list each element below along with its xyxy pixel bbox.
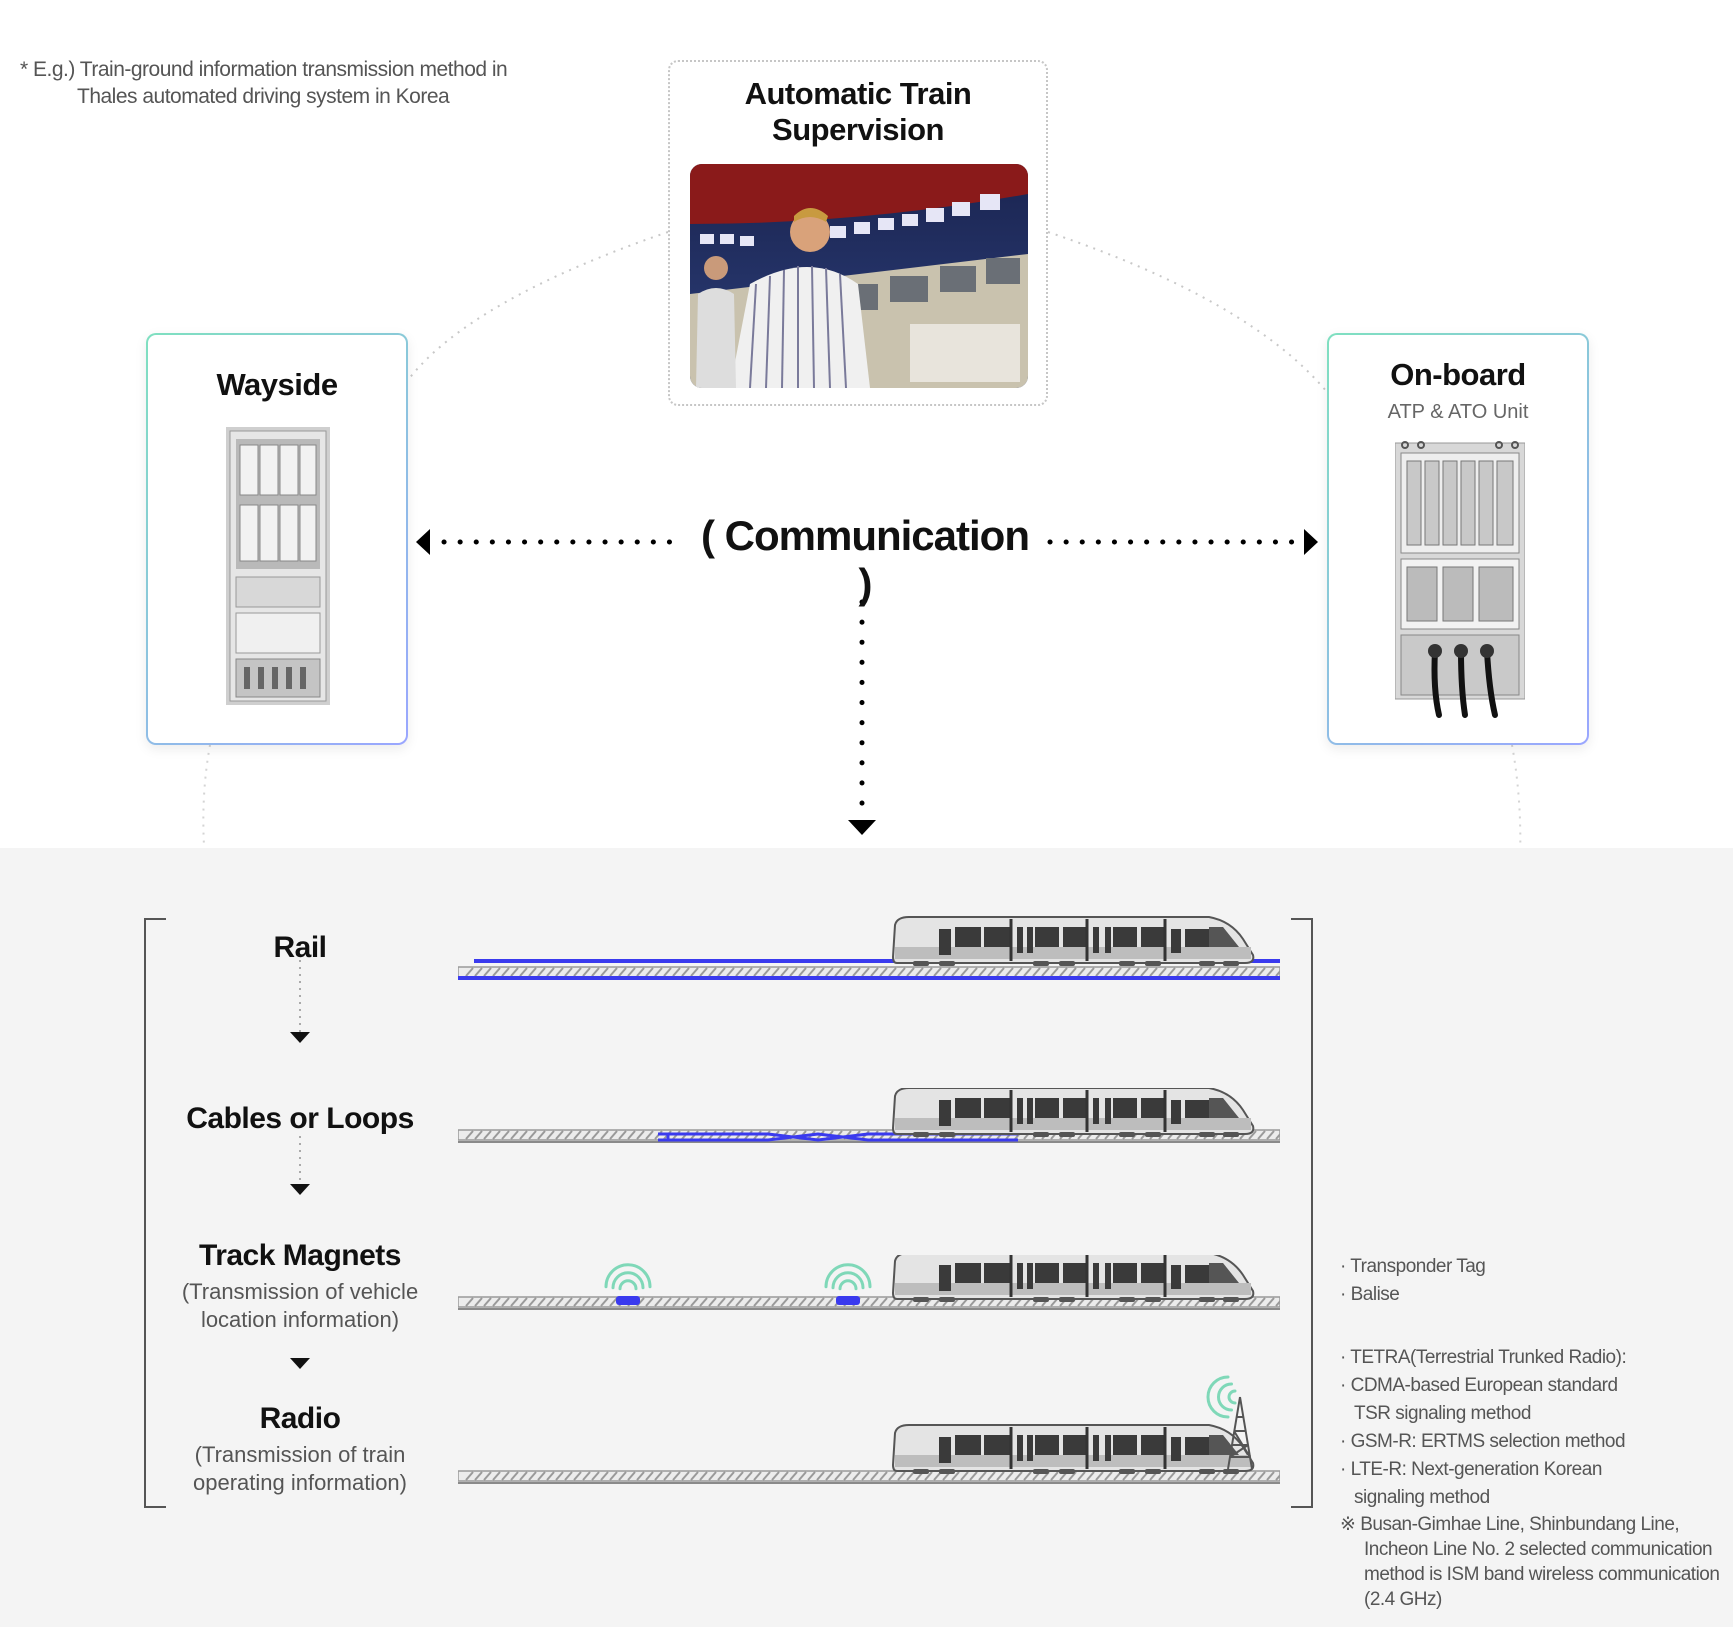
side-note-reference: ※ Busan-Gimhae Line, Shinbundang Line, I… [1340, 1512, 1720, 1612]
cables-track-illustration [458, 1088, 1280, 1143]
side-note-tetra: · TETRA(Terrestrial Trunked Radio): [1340, 1347, 1627, 1368]
method-radio-description: (Transmission of train operating informa… [160, 1441, 440, 1497]
communication-label: ( Communication ) [701, 512, 1030, 607]
track-sleepers [465, 967, 1280, 977]
onboard-card: On-board ATP & ATO Unit [1327, 333, 1589, 745]
side-note-lte-cont: signaling method [1354, 1487, 1490, 1508]
method-magnets-label: Track Magnets [199, 1239, 401, 1272]
side-note-transponder: · Transponder Tag [1340, 1256, 1486, 1277]
wayside-card: Wayside [146, 333, 408, 745]
connector-arc-right-bottom [1511, 744, 1522, 861]
side-note-lte: · LTE-R: Next-generation Korean [1340, 1459, 1602, 1480]
right-bracket [1291, 918, 1313, 1508]
left-arrow [416, 529, 683, 555]
connector-arc-right [1047, 231, 1328, 393]
magnets-description-line-1: (Transmission of vehicle [181, 1279, 419, 1304]
signal-waves [604, 1263, 652, 1291]
radio-description-line-1: (Transmission of train [194, 1442, 406, 1467]
reference-line-4: (2.4 GHz) [1364, 1589, 1442, 1610]
reference-line-1: ※ Busan-Gimhae Line, Shinbundang Line, [1340, 1514, 1680, 1535]
left-bracket [144, 918, 166, 1508]
down-arrow [848, 599, 876, 835]
onboard-subtitle: ATP & ATO Unit [1387, 401, 1529, 423]
train [891, 1424, 1255, 1474]
radio-tower [1227, 1396, 1253, 1470]
method-radio-label: Radio [259, 1402, 341, 1435]
radio-description-line-2: operating information) [192, 1470, 407, 1495]
reference-line-2: Incheon Line No. 2 selected communicatio… [1364, 1539, 1713, 1560]
radio-waves [1206, 1375, 1237, 1419]
right-arrow [1047, 529, 1318, 555]
onboard-title: On-board [1390, 357, 1526, 392]
track-rail [458, 1470, 1280, 1482]
onboard-unit-image [1395, 441, 1525, 718]
magnets-track-illustration [458, 1255, 1280, 1310]
control-room-photo [690, 164, 1028, 388]
side-note-cdma: · CDMA-based European standard [1340, 1375, 1618, 1396]
note-line-1: * E.g.) Train-ground information transmi… [20, 58, 508, 81]
train [891, 1088, 1255, 1137]
track-rail [458, 1296, 1280, 1308]
ats-title-line-2: Supervision [772, 112, 944, 147]
method-cables-label: Cables or Loops [186, 1102, 414, 1135]
side-note-balise: · Balise [1340, 1284, 1400, 1305]
reference-line-3: method is ISM band wireless communicatio… [1364, 1564, 1720, 1585]
connector-layer [202, 231, 1522, 861]
ats-title-line-1: Automatic Train [744, 76, 972, 111]
side-note-cdma-cont: TSR signaling method [1354, 1403, 1531, 1424]
rail-track-illustration [458, 916, 1280, 980]
signal-waves [824, 1263, 872, 1291]
wayside-cabinet-image [226, 427, 330, 705]
balise-tag [836, 1296, 860, 1305]
connector-arc-left [407, 231, 669, 381]
radio-track-illustration [458, 1375, 1280, 1484]
magnets-description-line-2: location information) [200, 1307, 400, 1332]
balise-tag [616, 1296, 640, 1305]
method-magnets-description: (Transmission of vehicle location inform… [160, 1278, 440, 1334]
train [891, 1255, 1255, 1302]
ats-title: Automatic Train Supervision [670, 76, 1046, 148]
example-note: * E.g.) Train-ground information transmi… [20, 56, 508, 110]
method-rail-label: Rail [273, 931, 327, 964]
side-note-gsm: · GSM-R: ERTMS selection method [1340, 1431, 1626, 1452]
method-flow-arrows [290, 960, 310, 1369]
note-line-2: Thales automated driving system in Korea [77, 85, 450, 108]
radio-side-notes: · TETRA(Terrestrial Trunked Radio): · CD… [1340, 1344, 1720, 1612]
connector-arc-left-bottom [202, 744, 211, 861]
ats-card: Automatic Train Supervision [668, 60, 1048, 406]
train [891, 916, 1255, 966]
magnets-side-notes: · Transponder Tag · Balise [1340, 1253, 1486, 1309]
wayside-title: Wayside [216, 367, 338, 402]
